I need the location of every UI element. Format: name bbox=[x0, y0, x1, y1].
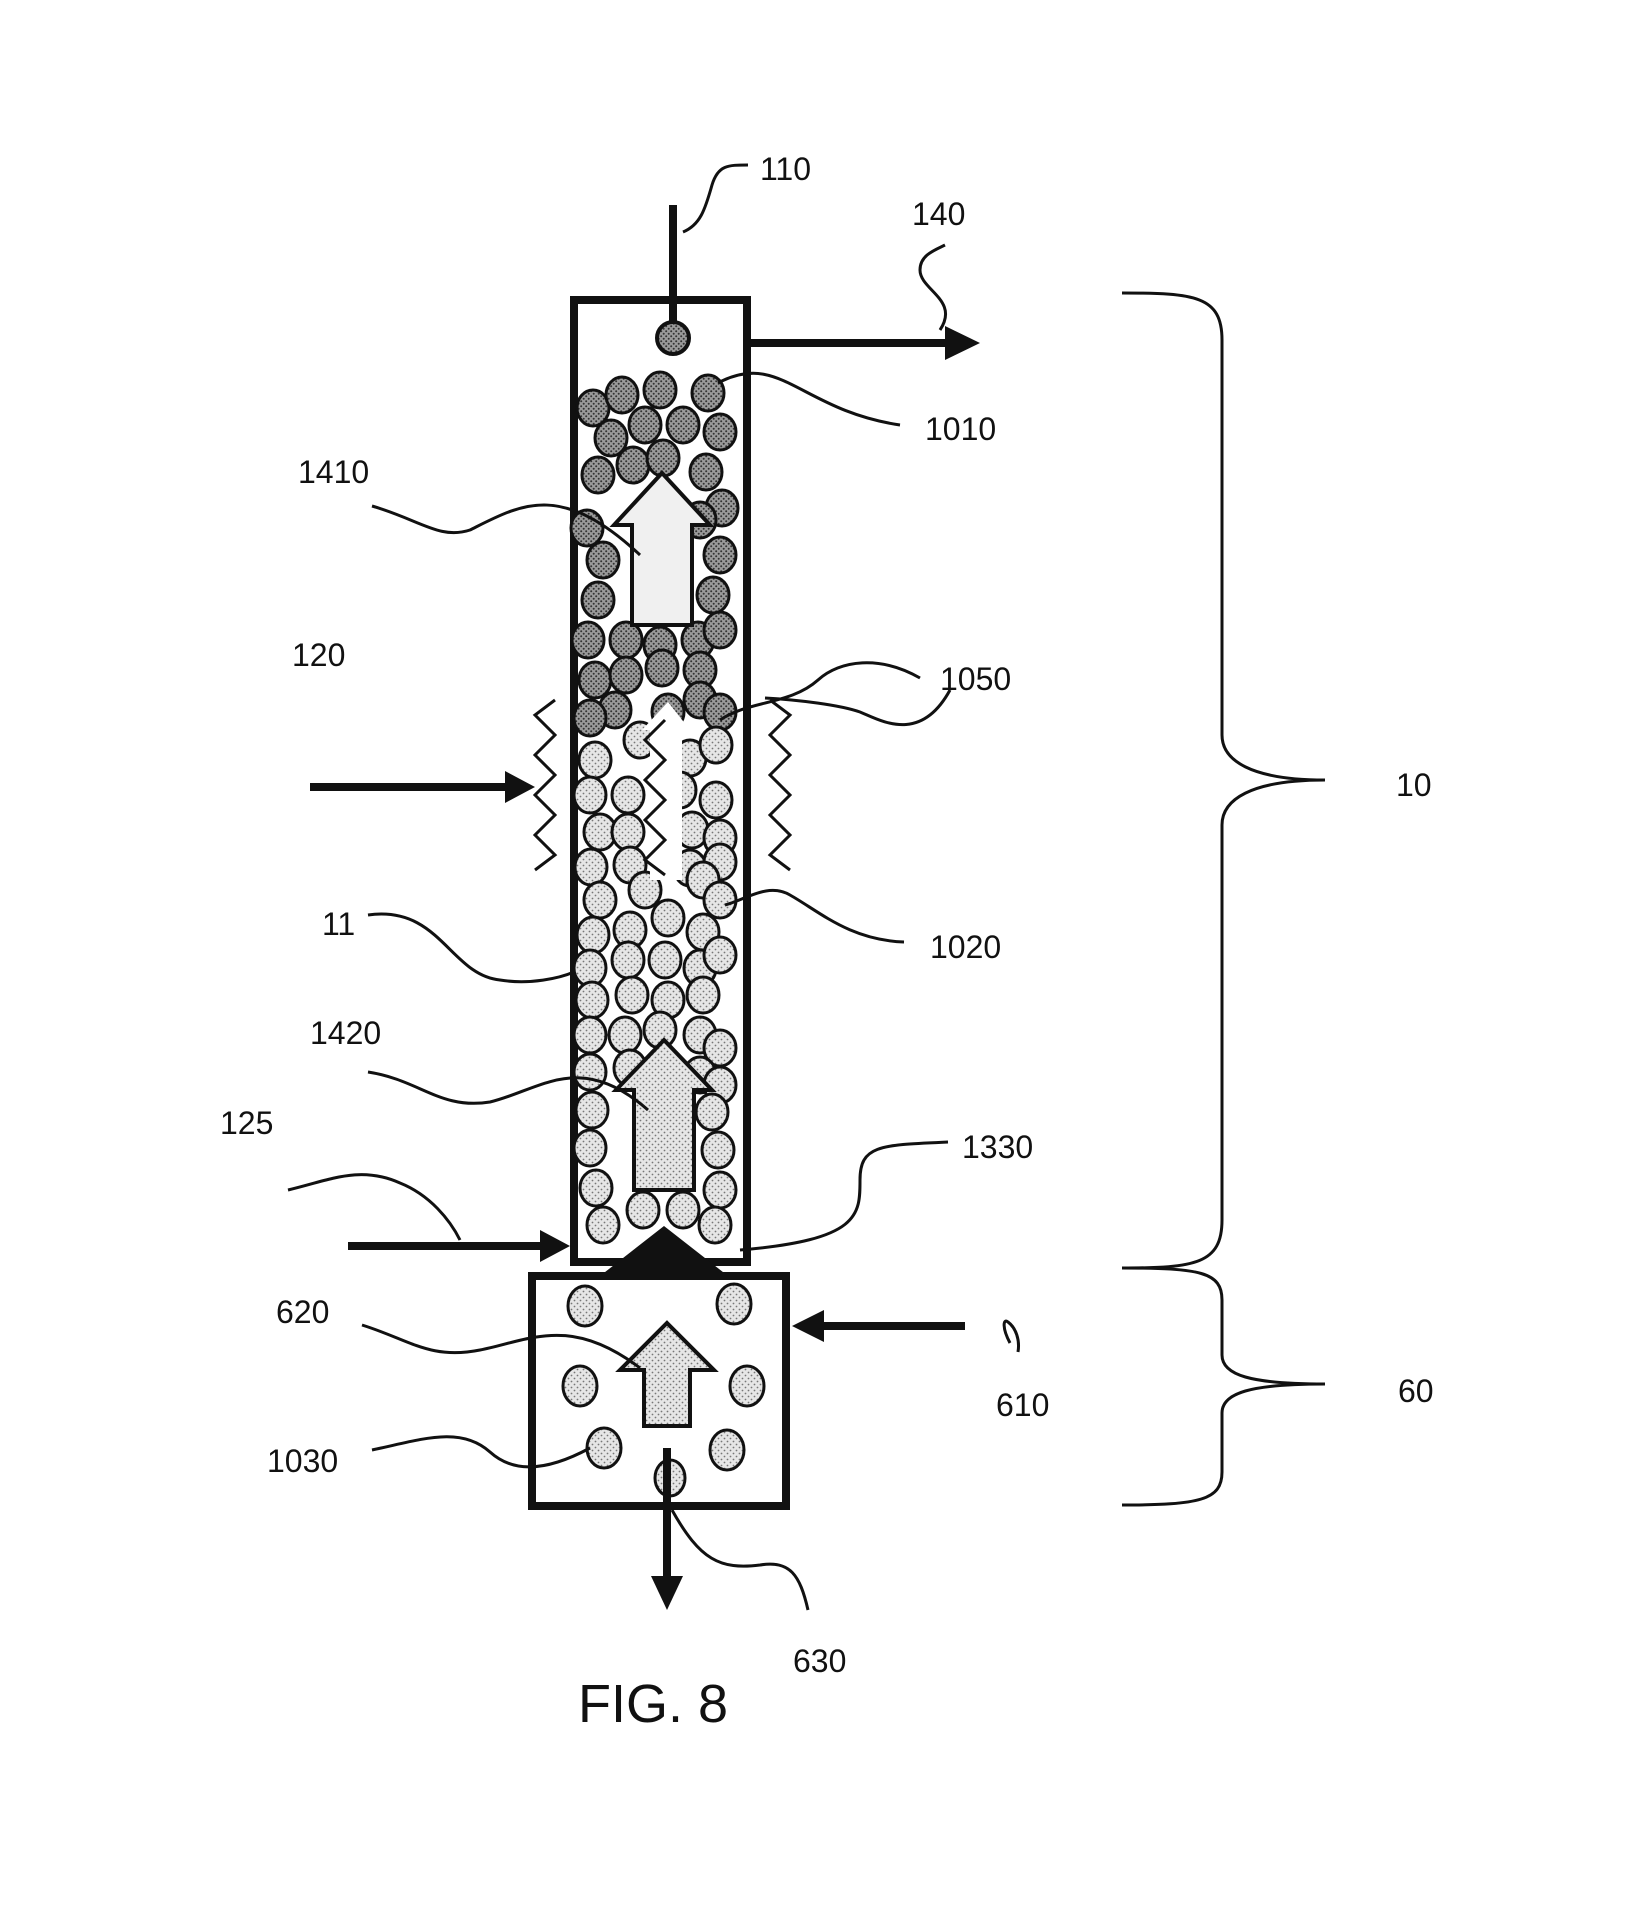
label-120: 120 bbox=[292, 637, 345, 673]
particle bbox=[572, 775, 608, 815]
particle bbox=[647, 940, 683, 980]
particle bbox=[698, 780, 734, 820]
figure-caption: FIG. 8 bbox=[578, 1674, 728, 1734]
particle bbox=[702, 412, 738, 452]
particle bbox=[585, 540, 621, 580]
particle bbox=[702, 535, 738, 575]
particle bbox=[690, 373, 726, 413]
input-arrowhead-125 bbox=[540, 1230, 570, 1262]
heat-zone-arrow-1050 bbox=[642, 702, 690, 880]
brace-60 bbox=[1121, 1266, 1326, 1507]
particle bbox=[580, 580, 616, 620]
label-60: 60 bbox=[1398, 1373, 1434, 1409]
particle bbox=[607, 1015, 643, 1055]
particle bbox=[627, 405, 663, 445]
particle bbox=[615, 445, 651, 485]
feed-arrowhead-610 bbox=[792, 1310, 824, 1342]
particle bbox=[665, 405, 701, 445]
outlet-arrowhead-140 bbox=[945, 326, 980, 360]
upflow-arrow-1410 bbox=[609, 470, 715, 627]
label-11: 11 bbox=[322, 906, 355, 942]
vessel-particles-1030 bbox=[561, 1282, 766, 1498]
particle bbox=[572, 1128, 608, 1168]
dark-particles-group bbox=[569, 370, 740, 738]
heating-coil-right bbox=[767, 698, 793, 872]
label-110: 110 bbox=[760, 151, 811, 187]
label-630: 630 bbox=[793, 1643, 846, 1679]
particle bbox=[642, 370, 678, 410]
particle bbox=[614, 975, 650, 1015]
particle bbox=[572, 948, 608, 988]
particle bbox=[574, 1090, 610, 1130]
brace-10 bbox=[1121, 291, 1326, 1270]
particle bbox=[650, 898, 686, 938]
particle bbox=[645, 438, 681, 478]
particle bbox=[644, 648, 680, 688]
feed-inlet-node bbox=[655, 320, 691, 356]
label-140: 140 bbox=[912, 196, 965, 232]
particle bbox=[572, 1052, 608, 1092]
particle bbox=[700, 1130, 736, 1170]
particle bbox=[604, 375, 640, 415]
particle bbox=[627, 870, 663, 910]
particle bbox=[582, 880, 618, 920]
particle bbox=[702, 880, 738, 920]
particle bbox=[688, 452, 724, 492]
particle bbox=[573, 847, 609, 887]
particle bbox=[697, 1205, 733, 1245]
label-1410: 1410 bbox=[298, 454, 369, 490]
label-1420: 1420 bbox=[310, 1015, 381, 1051]
label-1020: 1020 bbox=[930, 929, 1001, 965]
particle bbox=[665, 1190, 701, 1230]
particle bbox=[577, 740, 613, 780]
particle bbox=[570, 620, 606, 660]
label-610: 610 bbox=[996, 1387, 1049, 1423]
heat-input-arrowhead-120 bbox=[505, 771, 535, 803]
light-particles-group bbox=[572, 720, 738, 1245]
particle bbox=[694, 1092, 730, 1132]
particle bbox=[575, 915, 611, 955]
particle bbox=[702, 1170, 738, 1210]
particle bbox=[698, 725, 734, 765]
label-620: 620 bbox=[276, 1294, 329, 1330]
distributor-cone-1330 bbox=[600, 1226, 728, 1276]
particle bbox=[572, 1015, 608, 1055]
particle bbox=[585, 1205, 621, 1245]
particle bbox=[580, 455, 616, 495]
label-125: 125 bbox=[220, 1105, 273, 1141]
particle bbox=[702, 610, 738, 650]
label-1010: 1010 bbox=[925, 411, 996, 447]
particle bbox=[578, 1168, 614, 1208]
particle bbox=[593, 418, 629, 458]
particle bbox=[577, 660, 613, 700]
label-1030: 1030 bbox=[267, 1443, 338, 1479]
particle bbox=[702, 692, 738, 732]
particle bbox=[608, 620, 644, 660]
particle bbox=[625, 1190, 661, 1230]
outlet-arrowhead-630 bbox=[651, 1576, 683, 1610]
particle bbox=[695, 575, 731, 615]
particle bbox=[608, 655, 644, 695]
heating-coil-left bbox=[532, 698, 558, 872]
particle bbox=[685, 975, 721, 1015]
vessel-upflow-arrow-620 bbox=[615, 1320, 719, 1428]
particle bbox=[572, 698, 608, 738]
particle bbox=[610, 940, 646, 980]
label-1330: 1330 bbox=[962, 1129, 1033, 1165]
heating-coil-center bbox=[642, 718, 668, 877]
label-1050: 1050 bbox=[940, 661, 1011, 697]
particle bbox=[702, 935, 738, 975]
particle bbox=[610, 812, 646, 852]
label-10: 10 bbox=[1396, 767, 1432, 803]
leader-lines bbox=[287, 163, 1020, 1611]
particle bbox=[610, 775, 646, 815]
particle bbox=[574, 980, 610, 1020]
